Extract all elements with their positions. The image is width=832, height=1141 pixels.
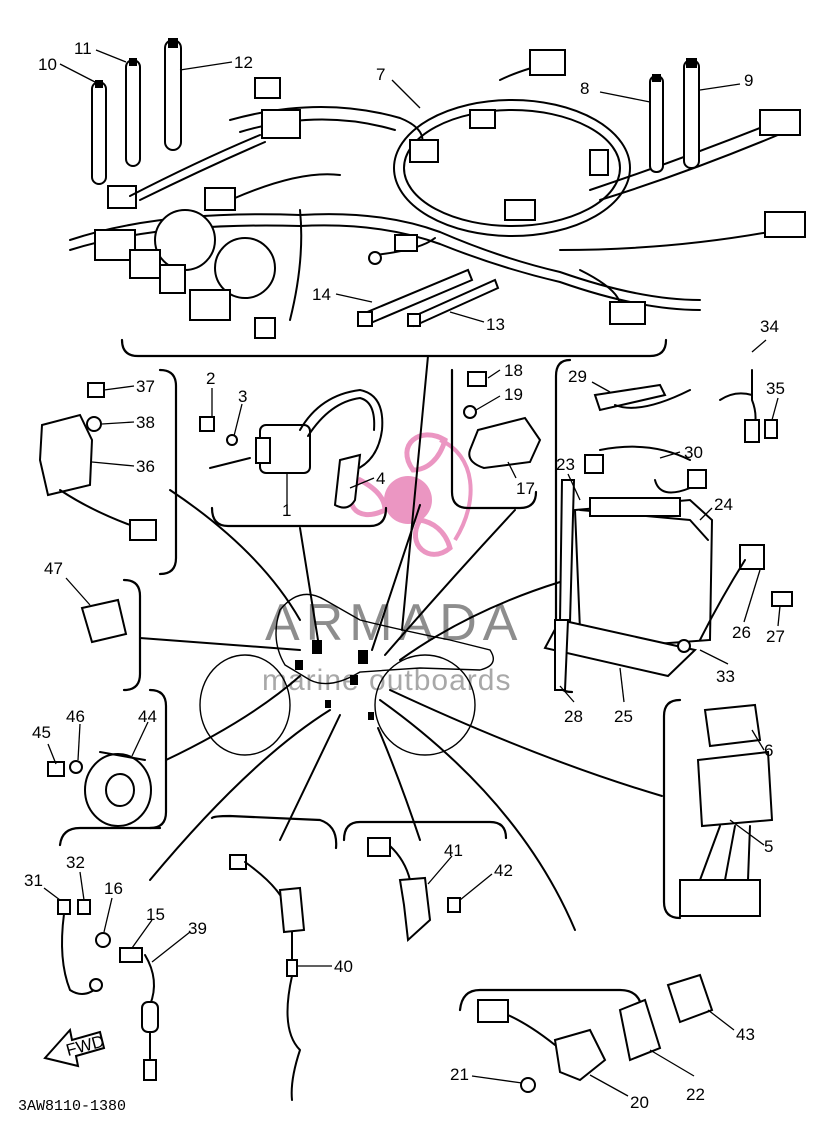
center-frame-sketch — [199, 593, 494, 756]
regulator-unit — [463, 371, 542, 470]
drawing-code: 3AW8110-1380 — [18, 1098, 126, 1115]
label-45: 45 — [32, 723, 51, 742]
starter-relay — [38, 382, 157, 541]
label-26: 26 — [732, 623, 751, 642]
label-7: 7 — [376, 65, 385, 84]
sensor-41 — [367, 837, 461, 943]
forward-arrow-icon: FWD — [43, 1027, 106, 1068]
label-36: 36 — [136, 457, 155, 476]
label-17: 17 — [516, 479, 535, 498]
label-30: 30 — [684, 443, 703, 462]
label-19: 19 — [504, 385, 523, 404]
horn — [47, 751, 152, 827]
label-12: 12 — [234, 53, 253, 72]
ignition-coil — [199, 389, 384, 509]
watermark: ARMADA marine outboards — [262, 432, 523, 697]
label-13: 13 — [486, 315, 505, 334]
label-37: 37 — [136, 377, 155, 396]
label-6: 6 — [764, 741, 773, 760]
label-33: 33 — [716, 667, 735, 686]
label-14: 14 — [312, 285, 331, 304]
label-47: 47 — [44, 559, 63, 578]
watermark-brand: ARMADA — [265, 594, 523, 652]
band-clamps — [357, 268, 500, 328]
label-25: 25 — [614, 707, 633, 726]
label-27: 27 — [766, 627, 785, 646]
relay-47 — [80, 598, 128, 644]
label-32: 32 — [66, 853, 85, 872]
label-42: 42 — [494, 861, 513, 880]
label-22: 22 — [686, 1085, 705, 1104]
label-40: 40 — [334, 957, 353, 976]
connection-lines — [139, 355, 663, 931]
label-3: 3 — [238, 387, 247, 406]
label-34: 34 — [760, 317, 779, 336]
label-8: 8 — [580, 79, 589, 98]
label-21: 21 — [450, 1065, 469, 1084]
label-5: 5 — [764, 837, 773, 856]
label-35: 35 — [766, 379, 785, 398]
label-39: 39 — [188, 919, 207, 938]
control-unit — [679, 703, 774, 917]
label-41: 41 — [444, 841, 463, 860]
part-labels: 10 11 12 7 8 9 14 13 2 3 4 1 18 19 17 29… — [24, 39, 785, 1112]
label-29: 29 — [568, 367, 587, 386]
sensor-40 — [229, 854, 306, 1101]
battery-assembly — [543, 369, 793, 691]
label-20: 20 — [630, 1093, 649, 1112]
propeller-icon — [348, 432, 473, 557]
label-44: 44 — [138, 707, 157, 726]
label-10: 10 — [38, 55, 57, 74]
label-2: 2 — [206, 369, 215, 388]
label-4: 4 — [376, 469, 385, 488]
cable-ties — [91, 38, 700, 185]
starter-relay-20 — [477, 973, 714, 1093]
label-23: 23 — [556, 455, 575, 474]
label-11: 11 — [74, 39, 92, 58]
label-31: 31 — [24, 871, 43, 890]
label-15: 15 — [146, 905, 165, 924]
label-9: 9 — [744, 71, 753, 90]
label-28: 28 — [564, 707, 583, 726]
label-43: 43 — [736, 1025, 755, 1044]
label-38: 38 — [136, 413, 155, 432]
label-46: 46 — [66, 707, 85, 726]
label-16: 16 — [104, 879, 123, 898]
label-24: 24 — [714, 495, 733, 514]
label-1: 1 — [282, 501, 291, 520]
label-18: 18 — [504, 361, 523, 380]
